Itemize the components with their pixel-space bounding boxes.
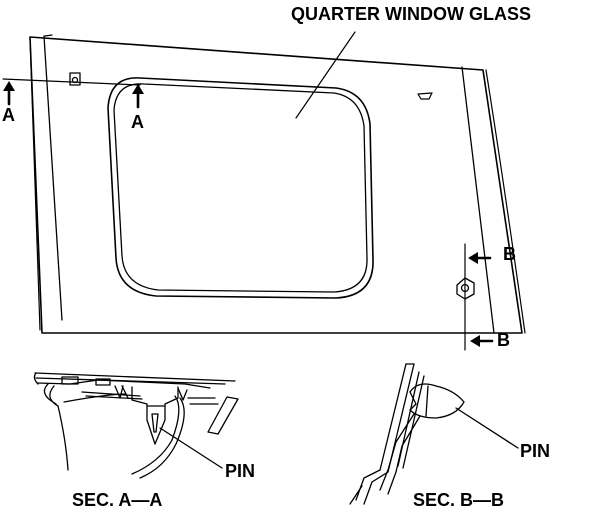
- window-opening: [107, 77, 374, 299]
- section-b-caption: SEC. B—B: [413, 490, 505, 510]
- section-b-top-letter: B: [503, 244, 516, 264]
- section-b-detail: [349, 363, 519, 505]
- upper-right-clip: [417, 92, 433, 100]
- pin-label-section-b: PIN: [520, 441, 551, 461]
- quarter-panel: [29, 34, 526, 334]
- upper-left-clip: [69, 72, 81, 86]
- section-a-detail: [33, 372, 239, 479]
- section-a-right-letter: A: [131, 112, 144, 132]
- glass-label: QUARTER WINDOW GLASS: [291, 4, 531, 24]
- section-a-left-letter: A: [2, 105, 15, 125]
- section-line-a: [2, 78, 144, 109]
- section-a-caption: SEC. A—A: [72, 490, 163, 510]
- glass-leader-line: [295, 31, 356, 119]
- section-b-bottom-letter: B: [497, 330, 510, 350]
- pin-label-section-a: PIN: [225, 461, 256, 481]
- section-line-b: [464, 243, 494, 351]
